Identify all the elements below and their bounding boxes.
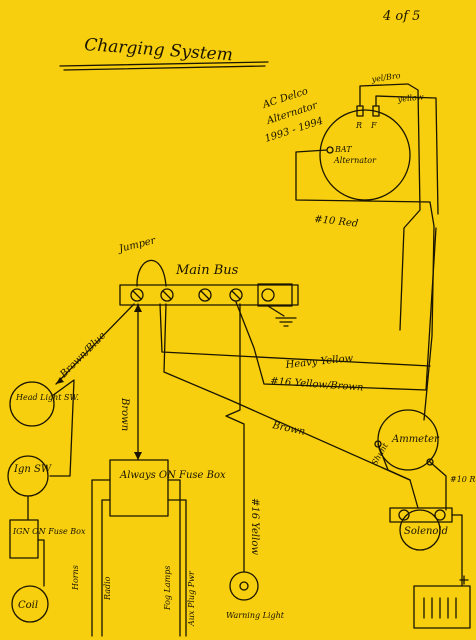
wire-16-yellow-brown: [235, 227, 437, 391]
solenoid-terminal-1: [398, 509, 410, 521]
head-light-switch: [9, 381, 55, 427]
warning-light-label: Warning Light: [226, 611, 285, 620]
warning-light: [229, 571, 259, 601]
warning-light-bulb: [239, 581, 249, 591]
coil: [11, 585, 49, 623]
wire-head-light-ign: [49, 379, 75, 477]
bus-screw-slots: [132, 290, 241, 300]
wire-label-10-red-right: #10 Red: [450, 475, 476, 484]
wire-brown-solenoid: [163, 303, 419, 509]
always-on-fuse-box: [109, 459, 169, 517]
bus-terminal-2: [160, 288, 174, 302]
wire-label-brown-vertical: Brown: [119, 397, 130, 431]
solenoid-label: Solenoid: [404, 526, 448, 537]
bat-label: BAT: [334, 145, 352, 154]
fuse-output-radio: Radio: [103, 576, 112, 601]
arrow-head-light: [56, 377, 64, 384]
jumper-label: Jumper: [116, 235, 158, 255]
f-label: F: [370, 121, 377, 130]
ammeter-terminal-right: [426, 458, 434, 466]
bat-terminal: [326, 146, 334, 154]
diagram-title: Charging System: [84, 35, 234, 65]
solenoid: [399, 509, 441, 551]
wire-solenoid-battery: [451, 514, 463, 587]
fuse-out-aux: [167, 499, 187, 637]
title-underline-2: [63, 65, 266, 71]
wire-label-heavy-yellow: Heavy Yellow: [284, 353, 354, 371]
ground-terminal: [261, 288, 275, 302]
fuse-out-horns: [91, 479, 111, 637]
fuse-output-fog-lamps: Fog Lamps: [163, 566, 172, 612]
r-label: R: [355, 121, 362, 130]
title-underline-1: [59, 61, 269, 67]
wire-16-yellow: [225, 303, 245, 573]
alternator-body-label: Alternator: [333, 156, 377, 165]
head-light-sw-label: Head Light SW.: [15, 393, 79, 402]
ground-block: [257, 283, 293, 307]
shunt-label: Shunt: [370, 441, 390, 467]
wire-ammeter-solenoid: [429, 461, 447, 511]
fuse-out-radio: [101, 499, 111, 637]
ammeter: [377, 409, 439, 471]
ign-switch: [7, 455, 49, 497]
battery-cells: [423, 597, 457, 619]
wire-heavy-yellow: [159, 303, 431, 367]
wire-yel-bro-run: [399, 83, 421, 331]
wire-label-16-yellow: #16 Yellow: [249, 498, 260, 555]
coil-label: Coil: [18, 600, 38, 611]
battery: [413, 585, 471, 629]
shunt-wire: [377, 443, 411, 481]
wire-brown-blue: [55, 303, 135, 385]
wire-label-10-red: #10 Red: [314, 214, 359, 230]
fuse-out-fog: [167, 479, 181, 637]
jumper-wire: [136, 259, 167, 287]
wire-yellow-alt: [375, 95, 439, 215]
ign-sw-label: Ign SW: [13, 464, 52, 475]
wire-label-yellow: yellow: [396, 92, 424, 104]
wire-label-16-yellow-brown: #16 Yellow/Brown: [270, 376, 364, 393]
main-bus-bar: [119, 284, 299, 306]
ign-on-fuse-box: [9, 519, 39, 559]
bus-terminal-4: [229, 288, 243, 302]
wire-label-yel-bro: yel/Bro: [370, 71, 401, 84]
wire-fuse-coil: [37, 539, 45, 587]
solenoid-terminal-2: [434, 509, 446, 521]
bus-terminal-3: [198, 288, 212, 302]
ground-symbol: [267, 305, 297, 327]
wire-label-brown-blue: Brown/Blue: [58, 330, 109, 381]
wire-10-red-bat: [295, 149, 435, 421]
bus-terminal-1: [130, 288, 144, 302]
main-bus-label: Main Bus: [175, 263, 239, 278]
alternator-circle: [319, 109, 411, 201]
page-number: 4 of 5: [382, 9, 420, 24]
battery-plus-sign: [459, 575, 469, 585]
fuse-output-aux-plug-pwr: Aux Plug Pwr: [187, 570, 196, 627]
always-on-fuse-box-label: Always ON Fuse Box: [119, 470, 226, 481]
wire-yel-bro-alt: [359, 83, 409, 107]
fuse-output-horns: Horns: [71, 565, 80, 591]
ammeter-label: Ammeter: [391, 434, 440, 445]
ign-on-fuse-box-label: IGN ON Fuse Box: [12, 527, 86, 536]
ammeter-terminal-left: [374, 440, 382, 448]
wire-label-brown: Brown: [270, 420, 306, 438]
